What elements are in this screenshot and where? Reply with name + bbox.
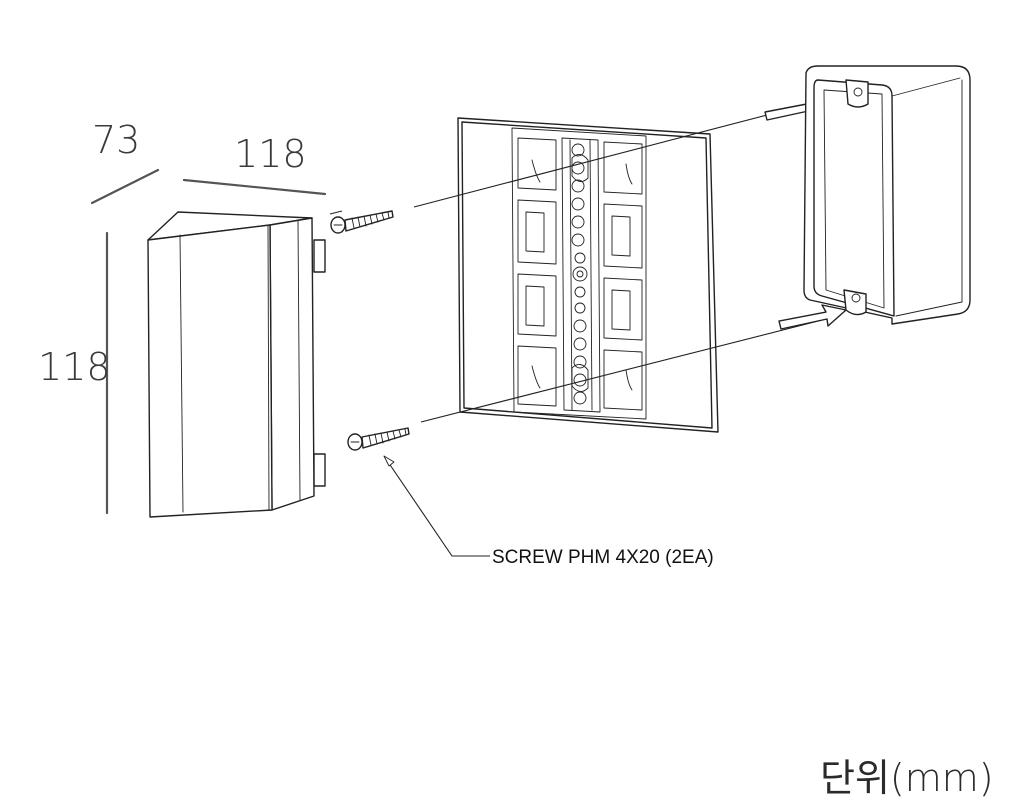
arrow-bottom-icon bbox=[778, 304, 847, 330]
height-dimension-label: 118 bbox=[38, 345, 111, 389]
depth-dimension-line bbox=[90, 168, 160, 205]
terminal-screws bbox=[571, 143, 589, 405]
screw-bottom bbox=[347, 427, 410, 451]
screw-top bbox=[330, 210, 394, 234]
electrical-box bbox=[803, 65, 971, 325]
depth-dimension-label: 73 bbox=[92, 118, 140, 162]
width-dimension-label: 118 bbox=[234, 132, 307, 176]
screw-guide-lines bbox=[329, 102, 831, 423]
cover-unit bbox=[147, 211, 326, 518]
mounting-plate bbox=[457, 117, 719, 433]
unit-label: 단위(mm) bbox=[820, 756, 994, 800]
width-dimension-line bbox=[182, 178, 327, 196]
screw-callout-text: SCREW PHM 4X20 (2EA) bbox=[492, 547, 714, 568]
dimension-group: 73 118 118 bbox=[38, 118, 327, 515]
screw-callout: SCREW PHM 4X20 (2EA) bbox=[383, 455, 714, 568]
